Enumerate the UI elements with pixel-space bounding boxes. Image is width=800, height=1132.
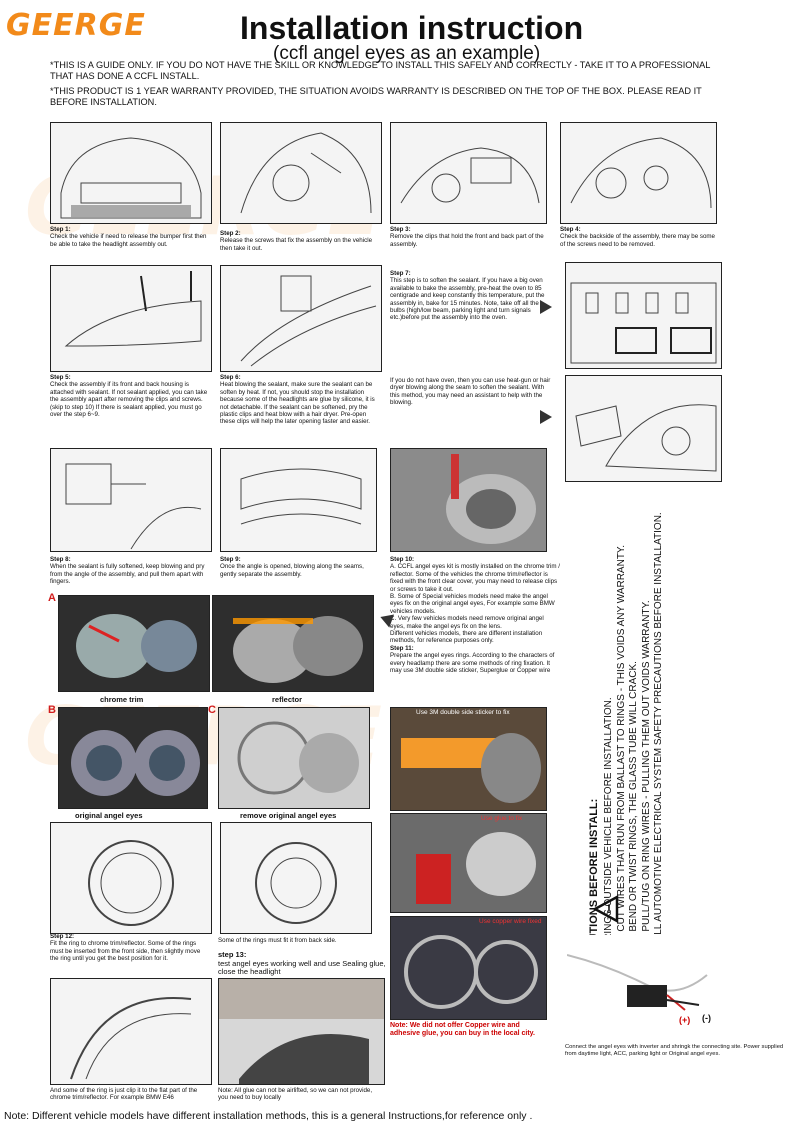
footer-note: Note: Different vehicle models have diff… (4, 1110, 533, 1122)
precaution-item: 5. TAKE ALL AUTOMOTIVE ELECTRICAL SYSTEM… (653, 512, 665, 980)
warning-warranty: *THIS PRODUCT IS 1 YEAR WARRANTY PROVIDE… (50, 86, 702, 107)
oven-image (565, 262, 722, 369)
heatgun-image (565, 375, 722, 482)
step2-text: Step 2:Release the screws that fix the a… (220, 230, 373, 252)
caption-3m-sticker: Use 3M double side sticker to fix (416, 709, 510, 716)
glue-note: Note: All glue can not be airlifted, so … (218, 1087, 373, 1102)
label-c: C (208, 704, 216, 716)
precaution-item: 3. NEVER BEND OR TWIST RINGS, THE GLASS … (628, 661, 640, 980)
note-copper-glue: Note: We did not offer Copper wire and a… (390, 1022, 535, 1037)
label-b: B (48, 704, 56, 716)
step6-image (220, 265, 382, 372)
brand-logo: GEERGE (6, 8, 146, 43)
step12b-text: Some of the rings must fit it from back … (218, 937, 337, 944)
arrow-right-icon (540, 410, 552, 424)
step4-text: Step 4:Check the backside of the assembl… (560, 226, 715, 248)
caption-copper: Use copper wire fixed (479, 918, 542, 925)
step4-image (560, 122, 717, 224)
step1-text: Step 1:Check the vehicle if need to rele… (50, 226, 207, 248)
page-subtitle: (ccfl angel eyes as an example) (273, 43, 541, 64)
step7-text: Step 7:This step is to soften the sealan… (390, 270, 545, 322)
reflector-photo (212, 595, 374, 692)
step10-text: Step 10: A. CCFL angel eyes kit is mostl… (390, 556, 560, 675)
minus-label: (-) (702, 1013, 711, 1023)
label-a: A (48, 592, 56, 604)
warning-triangle-icon: ! (592, 894, 620, 928)
step8-text: Step 8:When the sealant is fully softene… (50, 556, 205, 586)
step5-text: Step 5:Check the assembly if its front a… (50, 374, 208, 419)
step3-image (390, 122, 547, 224)
caption-reflector: reflector (272, 695, 303, 704)
step5-image (50, 265, 212, 372)
sticker-photo: Use 3M double side sticker to fix (390, 707, 547, 811)
caption-chrome-trim: chrome trim (100, 695, 144, 704)
caption-remove-angel-eyes: remove original angel eyes (240, 811, 337, 820)
plus-label: (+) (679, 1015, 691, 1025)
connect-text: Connect the angel eyes with inverter and… (565, 1044, 784, 1058)
warning-guide: *THIS IS A GUIDE ONLY. IF YOU DO NOT HAV… (50, 60, 710, 81)
arrow-right-icon (540, 300, 552, 314)
step3-text: Step 3:Remove the clips that hold the fr… (390, 226, 544, 248)
step8-image (50, 448, 212, 552)
step2-image (220, 122, 382, 224)
step14-image (50, 978, 212, 1085)
step1-image (50, 122, 212, 224)
step13-photo (218, 978, 385, 1085)
step6-text: Step 6:Heat blowing the sealant, make su… (220, 374, 375, 426)
step7-text-alt: If you do not have oven, then you can us… (390, 377, 551, 407)
step10-photo (390, 448, 547, 552)
precaution-item: 4. NEVER PULL/TUG ON RING WIRES - PULLIN… (640, 600, 652, 980)
chrome-trim-photo (58, 595, 210, 692)
step9-image (220, 448, 377, 552)
inverter-photo: (+) (-) (567, 935, 717, 1038)
step9-text: Step 9:Once the angle is opened, blowing… (220, 556, 364, 578)
caption-original-angel-eyes: original angel eyes (75, 811, 143, 820)
step14-text: And some of the ring is just clip it to … (50, 1087, 198, 1102)
original-angel-eyes-photo (58, 707, 208, 809)
copper-wire-photo: Use copper wire fixed (390, 916, 547, 1020)
remove-angel-eyes-photo (218, 707, 370, 809)
glue-photo: Use glue to fix (390, 813, 547, 913)
step12b-image (220, 822, 372, 934)
step12-image (50, 822, 212, 934)
step13-text: step 13:test angel eyes working well and… (218, 950, 386, 976)
svg-text:!: ! (607, 902, 611, 916)
step12-text: Step 12:Fit the ring to chrome trim/refl… (50, 933, 201, 963)
page-title: Installation instruction (240, 10, 584, 46)
caption-glue: Use glue to fix (481, 815, 523, 822)
